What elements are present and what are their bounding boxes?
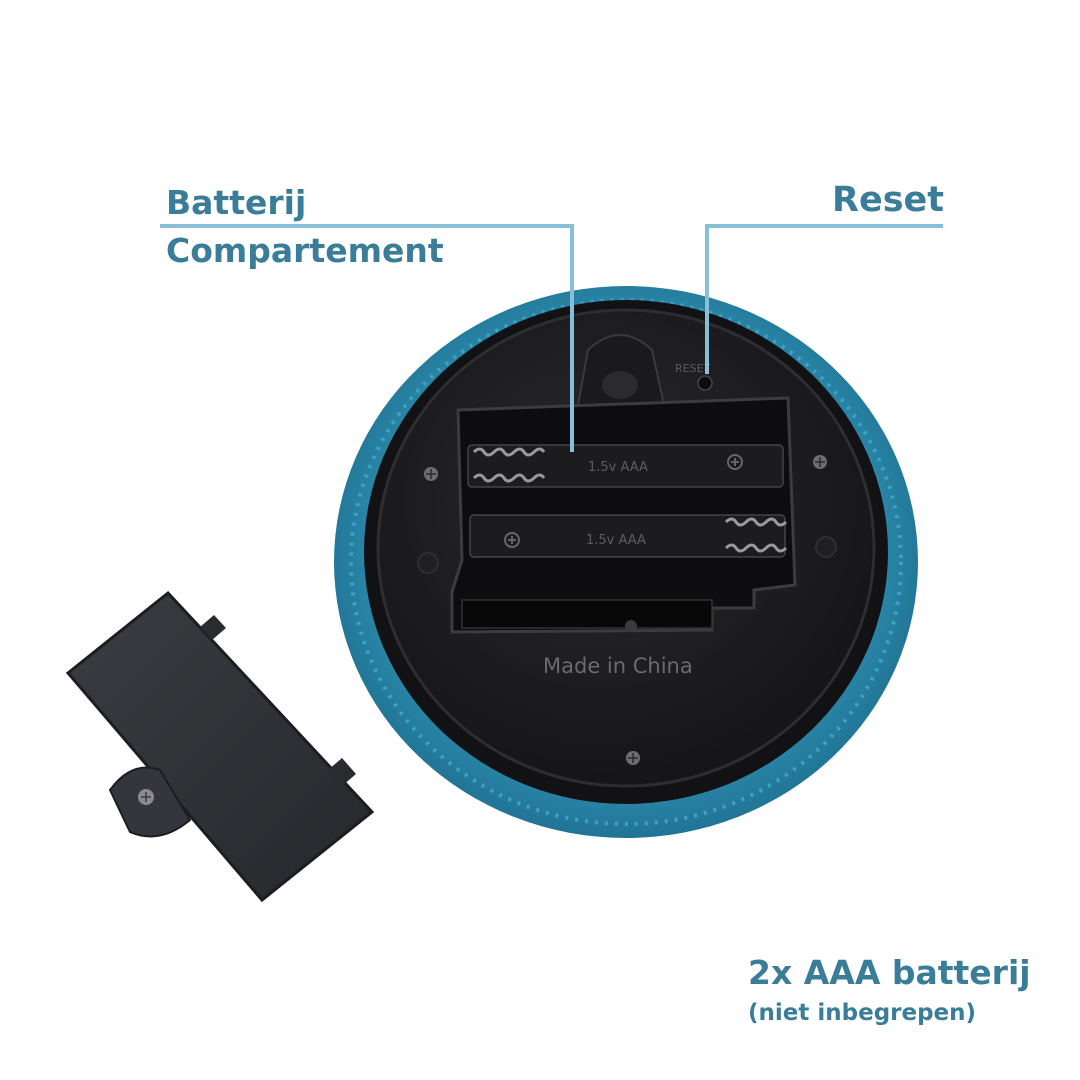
reset-engraving: RESET xyxy=(675,362,711,375)
battery-compartment xyxy=(450,396,797,634)
reset-button[interactable] xyxy=(697,375,713,391)
battery-engraving-bottom: 1.5v AAA xyxy=(586,533,646,548)
battery-engraving-top: 1.5v AAA xyxy=(588,460,648,475)
screw-right xyxy=(813,455,827,469)
battery-note-line1: 2x AAA batterij xyxy=(748,953,1031,992)
reset-label: Reset xyxy=(832,180,944,220)
leader-reset-vertical xyxy=(705,224,709,374)
bump-right xyxy=(815,536,837,558)
battery-note-line2: (niet inbegrepen) xyxy=(748,1000,977,1026)
screw-left xyxy=(424,467,438,481)
bump-left xyxy=(417,552,439,574)
battery-label-line2: Compartement xyxy=(166,231,444,270)
battery-label-line1: Batterij xyxy=(166,183,307,222)
made-in-engraving: Made in China xyxy=(543,654,693,678)
hanging-tab xyxy=(576,334,666,406)
screw-bottom xyxy=(626,751,640,765)
leader-reset-horizontal xyxy=(705,224,943,228)
battery-cover xyxy=(65,590,375,903)
leader-battery-vertical xyxy=(570,224,574,452)
leader-battery-horizontal xyxy=(160,224,574,228)
